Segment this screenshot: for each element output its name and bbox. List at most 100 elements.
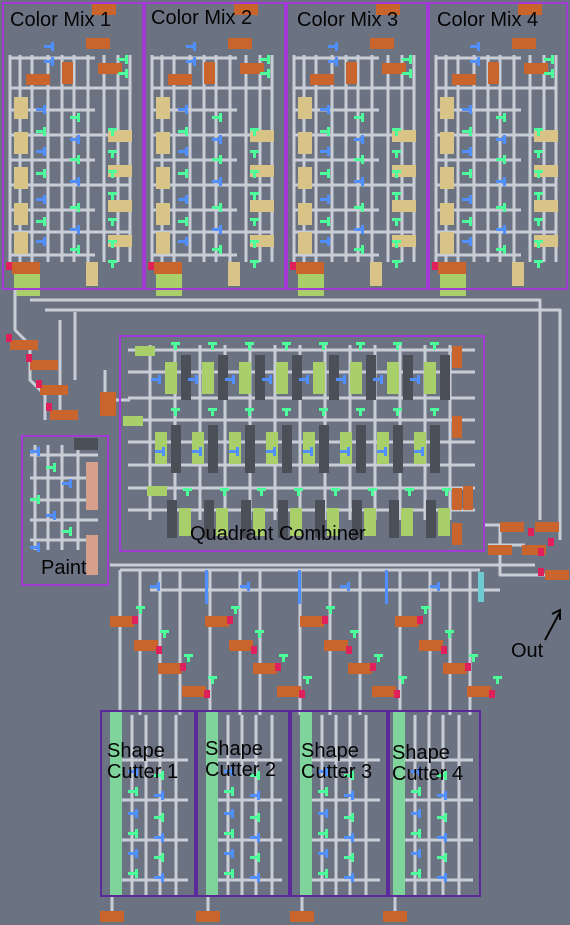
shape-cutter-3-label: Shape Cutter 3 [301,740,373,783]
tan-block [14,203,28,225]
tee-bar [356,342,365,345]
gate-stem [125,69,128,78]
gate-bar [470,45,479,48]
gate-stem [161,833,164,842]
lime-block [216,508,228,536]
tee-bar [331,488,340,491]
tan-block [156,167,170,189]
orange-block [348,663,372,674]
lime-block [438,508,450,536]
tee-bar [392,218,401,221]
tee-bar [430,342,439,345]
cyan-element [478,572,484,602]
tee-stem [396,410,399,416]
gate-stem [418,809,421,818]
gate-stem [409,55,412,64]
gate-stem [185,237,188,246]
gate-bar [128,790,137,793]
tee-bar [220,488,229,491]
orange-block [463,486,473,510]
gate-stem [351,771,354,780]
gate-bar [354,248,363,251]
lime-block [387,362,399,394]
gate-bar [178,220,187,223]
gate-stem [185,147,188,156]
gate-stem [327,127,330,136]
gate-bar [250,794,259,797]
magenta-pin [489,690,495,698]
color-mix-3-box [286,2,428,290]
tee-bar [421,606,430,609]
gate-stem [231,787,234,796]
dark-block [319,425,329,473]
tee-bar [534,170,543,173]
gate-stem [343,375,346,384]
gate-bar [266,450,275,453]
gate-bar [340,585,349,588]
gate-stem [77,177,80,186]
tee-bar [108,260,117,263]
gate-bar [320,198,329,201]
tee-stem [537,172,540,178]
orange-block [134,640,158,651]
tee-bar [326,606,335,609]
tee-stem [396,344,399,350]
gate-stem [335,57,338,66]
gate-bar [320,130,329,133]
gate-bar [344,836,353,839]
color-mix-4-box [428,2,568,290]
tee-bar [392,170,401,173]
orange-block [522,545,546,555]
color-mix-2-label: Color Mix 2 [151,7,253,29]
tee-bar [183,488,192,491]
tee-bar [250,240,259,243]
gate-bar [212,158,221,161]
dark-block [218,355,228,400]
paint-label: Paint [41,557,87,579]
dark-block [245,425,255,473]
tee-stem [253,262,256,268]
gate-bar [250,876,259,879]
tee-stem [395,194,398,200]
tee-bar [208,676,217,679]
gate-bar [320,172,329,175]
orange-block [100,392,116,416]
orange-block [154,262,182,274]
orange-block [234,4,258,15]
orange-block [196,911,220,922]
gate-stem [257,771,260,780]
gate-bar [70,158,79,161]
orange-block [370,38,394,49]
out-label: Out [511,640,544,662]
gate-stem [219,203,222,212]
tee-stem [329,608,332,614]
tee-bar [430,408,439,411]
gate-stem [219,155,222,164]
gate-stem [77,135,80,144]
gate-bar [373,378,382,381]
gate-bar [36,150,45,153]
gate-stem [185,127,188,136]
orange-block [228,38,252,49]
dark-block [255,355,265,400]
tee-bar [282,408,291,411]
tee-bar [171,408,180,411]
orange-block [395,616,419,627]
gate-bar [462,240,471,243]
gate-bar [544,72,553,75]
gate-stem [43,127,46,136]
tee-bar [171,342,180,345]
gate-stem [219,245,222,254]
tan-block [298,97,312,119]
orange-block [443,663,467,674]
gate-bar [470,60,479,63]
gate-bar [318,770,327,773]
gate-stem [219,177,222,186]
magenta-pin [432,262,438,270]
tan-block [14,132,28,154]
orange-block [86,38,110,49]
gate-bar [462,150,471,153]
gate-stem [219,135,222,144]
tee-stem [139,608,142,614]
orange-block [205,616,229,627]
